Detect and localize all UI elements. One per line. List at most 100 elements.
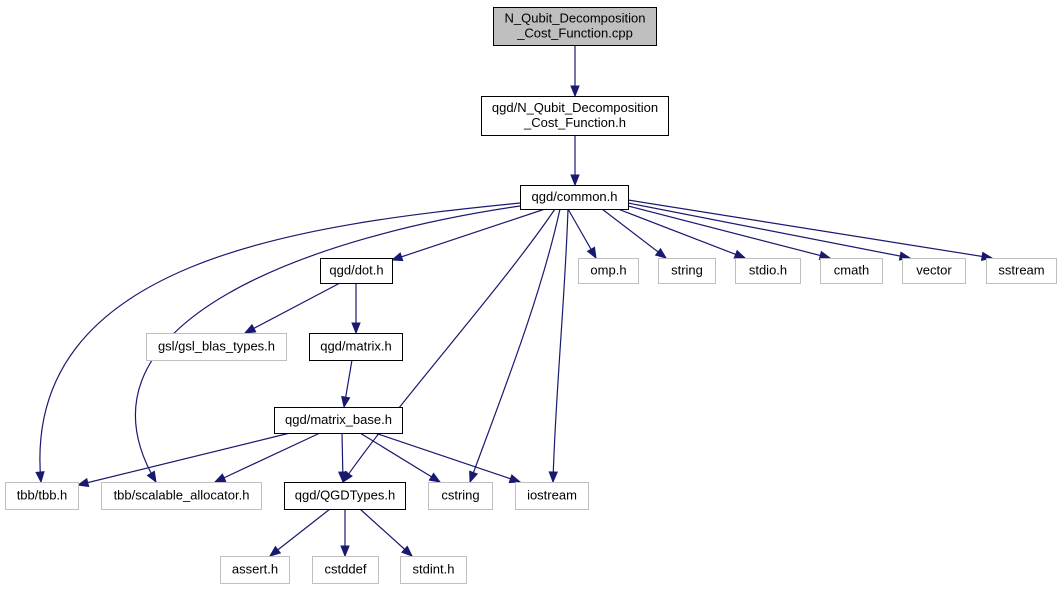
- node-box: [520, 185, 629, 210]
- node-box: [515, 482, 589, 510]
- edge-line: [391, 208, 546, 261]
- node-label: cstddef: [325, 562, 367, 577]
- edge-line: [601, 208, 667, 259]
- edge-arrowhead: [401, 545, 413, 557]
- edge-line: [627, 202, 911, 259]
- edge-arrowhead: [76, 477, 90, 488]
- node-label: omp.h: [590, 263, 626, 278]
- edge-dot_h-to-gsl_blas_types_h: [243, 282, 341, 334]
- node-tbb-h: tbb/tbb.h: [5, 482, 79, 510]
- node-label: stdio.h: [749, 263, 787, 278]
- edge-arrowhead: [146, 470, 157, 484]
- edge-matrix_base_h-to-qgdtypes_h: [338, 432, 348, 484]
- edge-common_h-to-iostream: [548, 208, 569, 484]
- edge-arrowhead: [340, 545, 350, 558]
- edge-matrix_base_h-to-iostream: [374, 432, 522, 484]
- edge-matrix_h-to-matrix_base_h: [341, 359, 353, 409]
- node-matrix-h[interactable]: qgd/matrix.h: [309, 333, 403, 361]
- node-root[interactable]: N_Qubit_Decomposition_Cost_Function.cpp: [493, 7, 657, 46]
- edge-matrix_base_h-to-cstring: [359, 432, 442, 483]
- edge-common_h-to-string: [601, 208, 668, 259]
- edge-line: [39, 202, 521, 483]
- node-label: cstring: [441, 488, 479, 503]
- node-label: string: [671, 263, 703, 278]
- node-label: tbb/tbb.h: [17, 488, 68, 503]
- nodes-layer: N_Qubit_Decomposition_Cost_Function.cppq…: [5, 7, 1057, 584]
- node-vector: vector: [902, 258, 966, 284]
- node-box: [220, 556, 290, 584]
- edge-arrowhead: [243, 323, 257, 334]
- edge-root-to-nqdcf_h: [570, 45, 580, 98]
- edge-arrowhead: [338, 471, 348, 484]
- node-label: _Cost_Function.cpp: [516, 26, 633, 41]
- edge-line: [359, 508, 413, 557]
- edge-arrowhead: [268, 545, 282, 557]
- edge-arrowhead: [548, 471, 558, 484]
- edge-common_h-to-sstream: [627, 199, 994, 262]
- node-box: [658, 258, 716, 284]
- node-label: gsl/gsl_blas_types.h: [158, 339, 275, 354]
- edge-arrowhead: [733, 249, 747, 259]
- node-box: [493, 7, 657, 46]
- node-gsl-blas-types-h: gsl/gsl_blas_types.h: [146, 333, 287, 361]
- node-dot-h[interactable]: qgd/dot.h: [320, 258, 393, 284]
- node-label: N_Qubit_Decomposition: [505, 11, 646, 26]
- edge-line: [244, 282, 341, 334]
- node-box: [146, 333, 287, 361]
- edge-arrowhead: [341, 395, 351, 409]
- edge-common_h-to-cstring: [469, 208, 561, 484]
- node-string: string: [658, 258, 716, 284]
- node-box: [986, 258, 1057, 284]
- node-qgdtypes-h[interactable]: qgd/QGDTypes.h: [284, 482, 406, 510]
- edge-line: [627, 205, 831, 259]
- edge-qgdtypes_h-to-assert_h: [268, 508, 331, 557]
- node-common-h[interactable]: qgd/common.h: [520, 185, 629, 210]
- node-label: qgd/QGDTypes.h: [295, 488, 395, 503]
- node-cstring: cstring: [428, 482, 493, 510]
- edge-arrowhead: [508, 474, 522, 484]
- edge-arrowhead: [213, 473, 227, 483]
- node-stdio-h: stdio.h: [735, 258, 801, 284]
- node-cstddef: cstddef: [312, 556, 379, 584]
- node-nqdcf-h[interactable]: qgd/N_Qubit_Decomposition_Cost_Function.…: [481, 96, 669, 136]
- node-box: [400, 556, 467, 584]
- node-box: [428, 482, 493, 510]
- node-omp-h: omp.h: [578, 258, 639, 284]
- edge-line: [374, 432, 521, 483]
- node-label: assert.h: [232, 562, 278, 577]
- node-label: qgd/matrix.h: [320, 339, 392, 354]
- edge-common_h-to-vector: [627, 202, 912, 261]
- edge-nqdcf_h-to-common_h: [570, 135, 580, 187]
- node-scalable-allocator-h: tbb/scalable_allocator.h: [101, 482, 262, 510]
- edge-qgdtypes_h-to-stdint_h: [359, 508, 413, 557]
- node-box: [5, 482, 79, 510]
- node-label: qgd/common.h: [532, 189, 618, 204]
- edge-matrix_base_h-to-scalable_allocator_h: [213, 432, 321, 483]
- edge-line: [552, 208, 569, 483]
- edge-arrowhead: [586, 246, 597, 260]
- edge-line: [269, 508, 331, 557]
- node-box: [820, 258, 883, 284]
- edge-line: [134, 205, 521, 483]
- edge-line: [627, 199, 993, 259]
- node-label: qgd/matrix_base.h: [285, 412, 392, 427]
- node-box: [578, 258, 639, 284]
- edge-line: [77, 432, 291, 486]
- node-label: stdint.h: [413, 562, 455, 577]
- edge-line: [214, 432, 321, 483]
- edge-dot_h-to-matrix_h: [351, 283, 361, 335]
- node-box: [320, 258, 393, 284]
- edge-common_h-to-dot_h: [390, 208, 546, 262]
- edge-arrowhead: [570, 174, 580, 187]
- node-matrix-base-h[interactable]: qgd/matrix_base.h: [274, 407, 403, 434]
- node-box: [735, 258, 801, 284]
- edges-layer: [35, 45, 994, 558]
- node-label: _Cost_Function.h: [523, 115, 626, 130]
- node-sstream: sstream: [986, 258, 1057, 284]
- node-box: [309, 333, 403, 361]
- edge-arrowhead: [654, 247, 668, 259]
- edge-common_h-to-tbb_h: [35, 202, 521, 484]
- node-label: sstream: [998, 263, 1044, 278]
- node-label: qgd/N_Qubit_Decomposition: [492, 100, 658, 115]
